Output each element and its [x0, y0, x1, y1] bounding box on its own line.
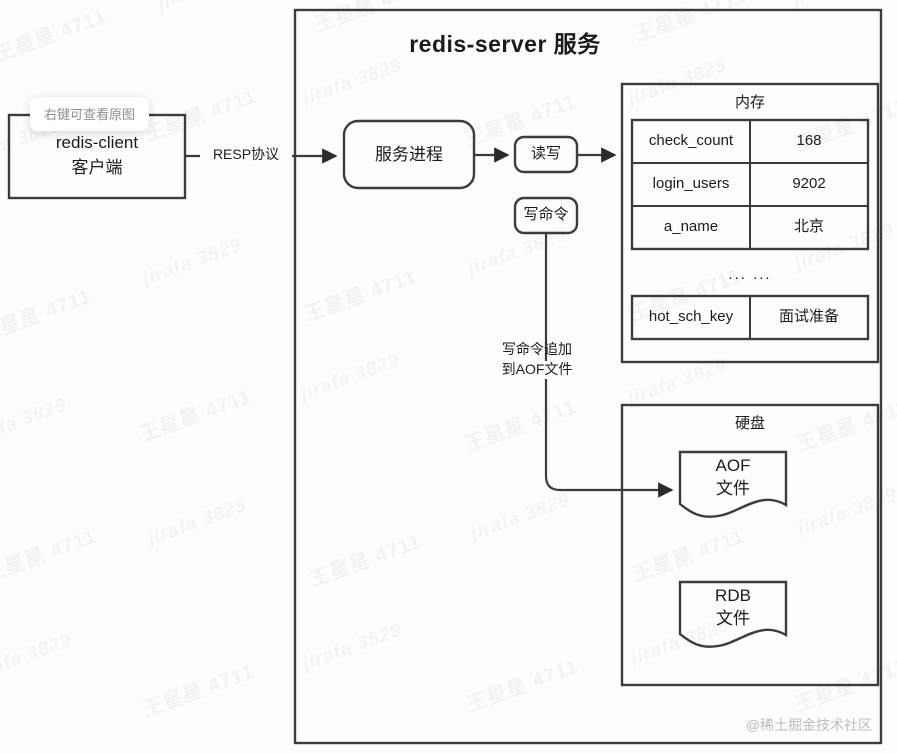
rdb-file-label-primary: RDB: [715, 586, 751, 605]
memory-row-value: 168: [796, 132, 822, 149]
aof-file-label-secondary: 文件: [716, 479, 750, 498]
disk-box-shape: [620, 403, 880, 687]
rdb-file-label-secondary: 文件: [716, 609, 750, 628]
rdb-file-shape: [678, 580, 788, 648]
writecmd-to-aof-connector: [544, 233, 674, 498]
memory-hot-row-key: hot_sch_key: [648, 308, 734, 325]
resp-edge-label: RESP协议: [200, 146, 292, 164]
client-box-label-secondary: 客户端: [71, 158, 123, 177]
aof-file-shape: [678, 450, 788, 518]
memory-ellipsis: ... ...: [728, 266, 772, 283]
disk-title: 硬盘: [734, 415, 765, 432]
memory-row-value: 9202: [792, 175, 826, 192]
memory-row-key: a_name: [663, 218, 719, 235]
memory-title: 内存: [734, 94, 765, 111]
memory-row-key: check_count: [648, 132, 734, 149]
memory-row-key: login_users: [652, 175, 730, 192]
read-write-box-label: 读写: [530, 145, 561, 162]
client-box-label-primary: redis-client: [55, 133, 139, 152]
aof-file-label-primary: AOF: [715, 456, 751, 475]
page-title: redis-server 服务: [409, 31, 601, 57]
memory-hot-row-value: 面试准备: [778, 308, 839, 325]
view-original-tooltip[interactable]: 右键可查看原图: [30, 97, 150, 131]
aof-note-label-line1: 写命令追加: [502, 341, 572, 357]
server-container-shape: [293, 8, 883, 745]
memory-row-value: 北京: [793, 218, 824, 235]
aof-note-label-line2: 到AOF文件: [482, 361, 592, 379]
write-cmd-box-label: 写命令: [523, 206, 569, 223]
site-credit-watermark: @稀土掘金技术社区: [745, 717, 872, 733]
memory-box-shape: [620, 82, 880, 364]
process-box-label: 服务进程: [375, 145, 443, 164]
